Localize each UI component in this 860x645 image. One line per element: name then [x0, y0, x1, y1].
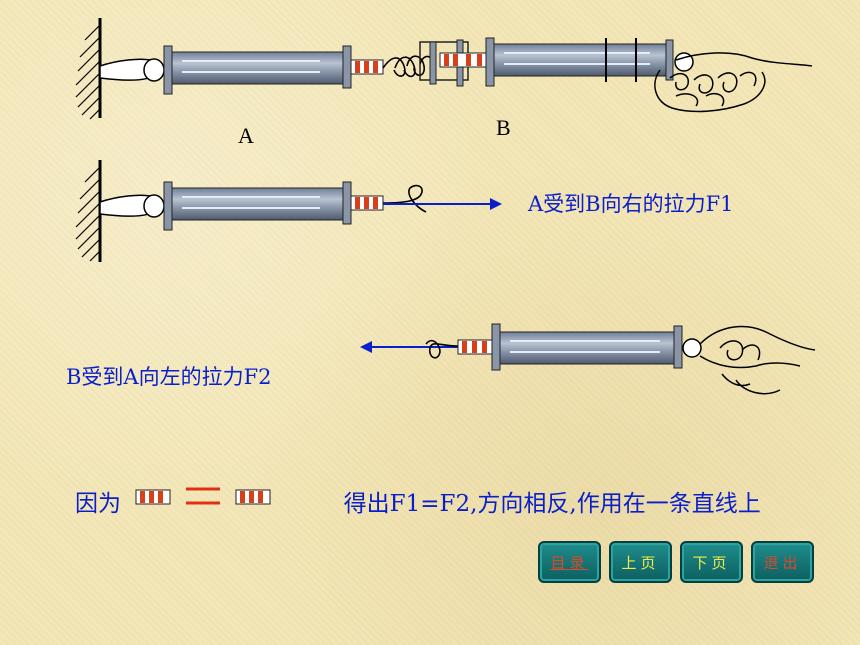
nav-exit-button[interactable]: 退出 [751, 541, 814, 583]
conclusion-row: 因为 得出F1=F2,方向相反,作用在一条直线上 [75, 484, 761, 518]
label-a: A [238, 123, 254, 148]
finger-middle [99, 194, 165, 218]
arrow-f1-right [383, 198, 502, 210]
spring-scale-a-top [163, 45, 384, 95]
nav-prev-label: 上页 [621, 553, 660, 572]
scale-icon-left [135, 489, 171, 505]
finger-top-left [99, 58, 165, 82]
nav-contents-label: 目录 [550, 553, 589, 572]
scale-icon-right [235, 489, 271, 505]
hand-top-right [654, 52, 813, 113]
because-text: 因为 [75, 491, 121, 517]
wall-top [75, 18, 102, 120]
wall-middle [75, 160, 102, 262]
label-b: B [496, 115, 511, 140]
nav-next-button[interactable]: 下页 [680, 541, 743, 583]
nav-contents-button[interactable]: 目录 [538, 541, 601, 583]
nav-exit-label: 退出 [763, 553, 802, 572]
spring-scale-a-alone [163, 181, 427, 231]
hooks-linked [382, 55, 435, 78]
spring-scale-b-top [419, 37, 674, 87]
conclusion-text: 得出F1=F2,方向相反,作用在一条直线上 [343, 491, 761, 517]
statement-f2: B受到A向左的拉力F2 [66, 365, 272, 389]
spring-scale-b-alone [425, 323, 683, 371]
statement-f1: A受到B向右的拉力F1 [528, 192, 734, 216]
hand-middle-right [682, 325, 816, 395]
equals-sign [186, 487, 220, 505]
nav-prev-button[interactable]: 上页 [609, 541, 672, 583]
nav-next-label: 下页 [692, 553, 731, 572]
arrow-f2-left [360, 341, 460, 353]
